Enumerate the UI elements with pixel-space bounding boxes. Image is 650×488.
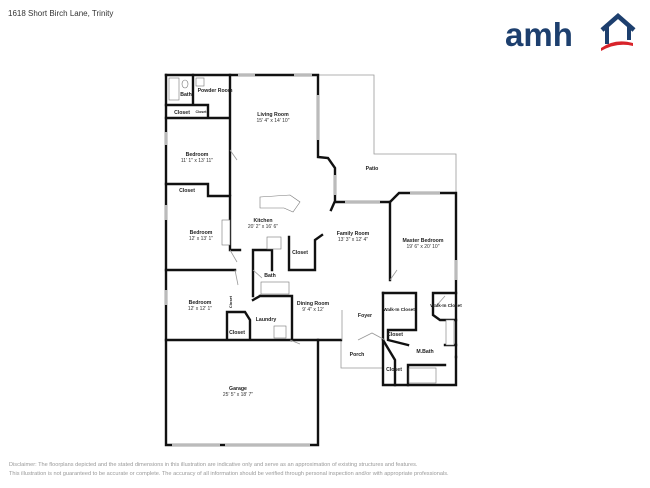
amh-logo-graphic: amh bbox=[505, 13, 636, 53]
room-dimensions: 15' 4" x 14' 10" bbox=[257, 118, 290, 124]
interior-wall bbox=[164, 73, 232, 197]
room-label: Closet bbox=[229, 330, 245, 336]
room-label: Bedroom bbox=[186, 152, 209, 158]
stove bbox=[221, 219, 231, 246]
shower bbox=[266, 236, 282, 250]
room-label: Closet bbox=[387, 332, 403, 338]
room-label: Foyer bbox=[358, 313, 372, 319]
interior-wall bbox=[251, 248, 294, 342]
exterior-wall bbox=[164, 73, 343, 447]
interior-wall bbox=[381, 200, 458, 347]
room-label: Bath bbox=[264, 273, 276, 279]
room-label: M.Bath bbox=[416, 349, 433, 355]
interior-wall bbox=[164, 182, 242, 252]
room-dimensions: 20' 2" x 16' 6" bbox=[248, 224, 278, 230]
room-label: Laundry bbox=[256, 317, 277, 323]
room-label: Closet bbox=[179, 188, 195, 194]
room-label: Patio bbox=[366, 166, 379, 172]
disclaimer-line: Disclaimer: The floorplans depicted and … bbox=[9, 462, 418, 468]
room-label: Closet bbox=[292, 250, 308, 256]
porch-outline bbox=[340, 340, 383, 369]
room-dimensions: 19' 6" x 20' 10" bbox=[407, 244, 440, 250]
room-label: Porch bbox=[350, 352, 365, 358]
room-dimensions: 25' 5" x 18' 7" bbox=[223, 392, 253, 398]
room-label: Bedroom bbox=[189, 300, 212, 306]
room-dimensions: 11' 1" x 13' 11" bbox=[181, 158, 213, 164]
room-label: Dining Room bbox=[297, 301, 330, 307]
room-label: Master Bedroom bbox=[403, 238, 444, 244]
room-label: Closet bbox=[196, 110, 208, 114]
room-dimensions: 12' x 13' 1" bbox=[189, 236, 213, 242]
sink bbox=[195, 77, 205, 87]
bathtub bbox=[408, 367, 437, 384]
room-label: Kitchen bbox=[253, 218, 272, 224]
window bbox=[164, 73, 458, 447]
bathtub bbox=[260, 281, 290, 295]
vanity bbox=[445, 319, 455, 346]
svg-text:amh: amh bbox=[505, 16, 573, 53]
room-label: Garage bbox=[229, 386, 247, 392]
room-label: Closet bbox=[174, 110, 190, 116]
door bbox=[229, 149, 446, 345]
washer bbox=[273, 325, 287, 339]
toilet bbox=[181, 79, 189, 89]
room-label: Closet bbox=[386, 367, 402, 373]
room-dimensions: 9' 4" x 12' bbox=[302, 307, 324, 313]
room-label: Closet bbox=[228, 295, 233, 308]
bathtub bbox=[168, 77, 180, 101]
room-label: Walk-In Closet bbox=[383, 307, 415, 312]
amh-logo: amh bbox=[505, 8, 640, 58]
disclaimer-line: This illustration is not guaranteed to b… bbox=[9, 471, 449, 477]
kitchen-island bbox=[259, 194, 301, 213]
room-dimensions: 12' x 12' 1" bbox=[188, 306, 212, 312]
room-label: Bath bbox=[180, 92, 192, 98]
property-title: 1618 Short Birch Lane, Trinity bbox=[8, 9, 114, 18]
room-label: Walk-In Closet bbox=[430, 303, 462, 308]
room-dimensions: 13' 3" x 12' 4" bbox=[338, 237, 368, 243]
room-label: Bedroom bbox=[190, 230, 213, 236]
interior-wall bbox=[287, 233, 324, 272]
patio-outline bbox=[318, 74, 457, 193]
room-label: Living Room bbox=[257, 112, 289, 118]
room-label: Family Room bbox=[337, 231, 370, 237]
disclaimer: Disclaimer: The floorplans depicted and … bbox=[9, 461, 449, 479]
room-label: Powder Room bbox=[198, 88, 233, 94]
